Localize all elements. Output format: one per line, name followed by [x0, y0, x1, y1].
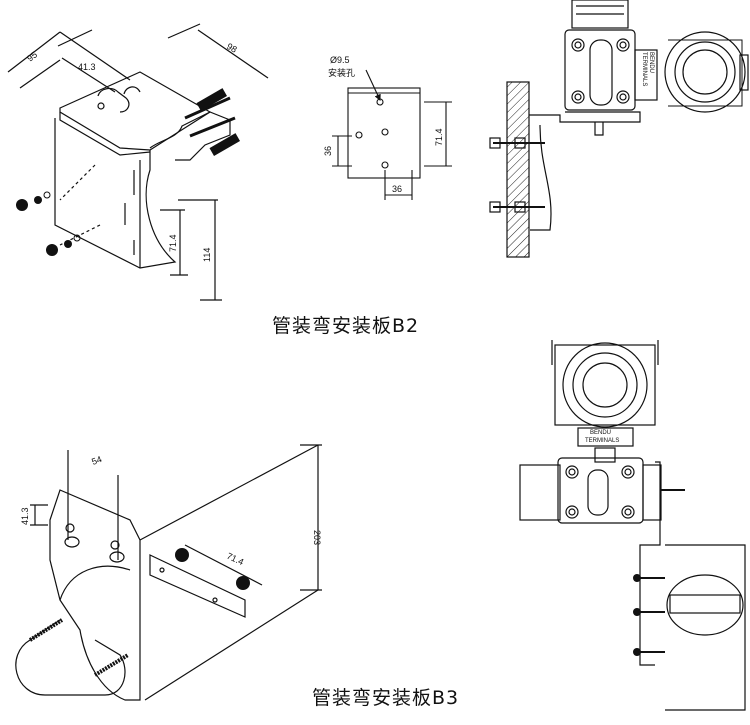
dim-95: 95 — [25, 50, 39, 64]
caption-b3: 管装弯安装板B3 — [312, 687, 460, 709]
b2-bolts — [16, 88, 240, 256]
dim-71-4-b3: 71.4 — [225, 551, 245, 567]
dim-41-3: 41.3 — [78, 62, 96, 72]
dim-114: 114 — [202, 248, 212, 262]
dim-36-vertical: 36 — [323, 146, 333, 156]
caption-b2: 管装弯安装板B2 — [272, 315, 420, 337]
b2-isometric-bracket — [7, 23, 269, 301]
b3-terminals: TERMINALS — [585, 438, 619, 444]
dim-41-3-b3: 41.3 — [20, 507, 30, 525]
b3-ubolt-threads — [28, 548, 250, 677]
b3-isometric-bracket — [15, 444, 322, 701]
b2-terminals: TERMINALS — [641, 52, 647, 86]
hole-detail-drawing — [332, 69, 452, 200]
b3-nuts — [633, 574, 641, 656]
dim-71-4-detail: 71.4 — [434, 128, 444, 146]
hole-label: 安装孔 — [328, 67, 355, 78]
hole-diameter: Ø9.5 — [330, 55, 350, 65]
dim-203: 203 — [312, 530, 322, 545]
dim-36-horizontal: 36 — [392, 184, 402, 194]
dim-71-4-left: 71.4 — [168, 234, 178, 252]
b2-transmitter-assembly — [489, 0, 749, 258]
dim-54: 54 — [90, 454, 103, 467]
b2-brand: BENDU — [648, 52, 654, 73]
b3-transmitter-assembly — [519, 340, 746, 711]
dim-98: 98 — [225, 41, 239, 55]
b3-brand: BENDU — [590, 430, 611, 436]
